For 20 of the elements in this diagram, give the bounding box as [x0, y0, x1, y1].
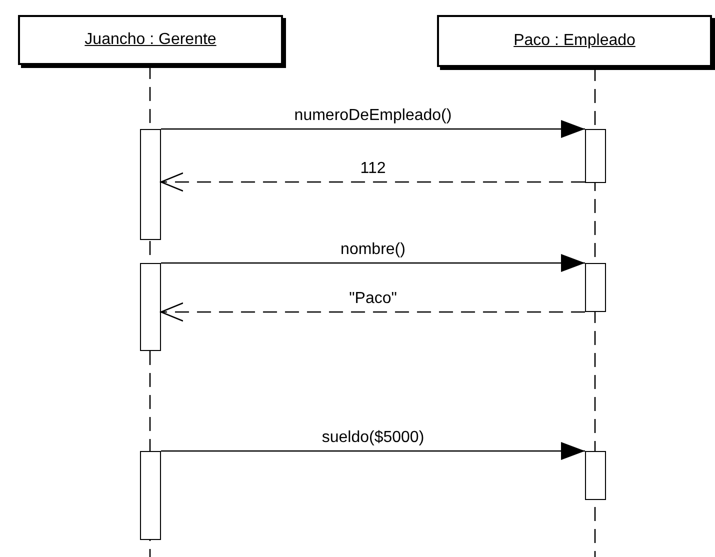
activation-bar — [140, 263, 161, 351]
message-arrow — [161, 254, 585, 272]
message-arrow — [161, 442, 585, 460]
message-label: "Paco" — [349, 290, 397, 308]
object-name: Paco : Empleado — [514, 32, 636, 50]
message-arrow — [160, 172, 585, 192]
activation-bar — [585, 451, 606, 500]
message-arrow — [160, 302, 585, 322]
object-box — [437, 15, 712, 67]
message-label: 112 — [360, 160, 386, 178]
activation-bar — [585, 129, 606, 183]
message-label: nombre() — [340, 241, 406, 259]
message-arrow — [161, 120, 585, 138]
object-name: Juancho : Gerente — [84, 31, 216, 49]
message-label: numeroDeEmpleado() — [294, 107, 452, 125]
message-label: sueldo($5000) — [322, 429, 424, 447]
activation-bar — [140, 451, 161, 540]
activation-bar — [140, 129, 161, 240]
object-box — [18, 15, 283, 65]
activation-bar — [585, 263, 606, 312]
